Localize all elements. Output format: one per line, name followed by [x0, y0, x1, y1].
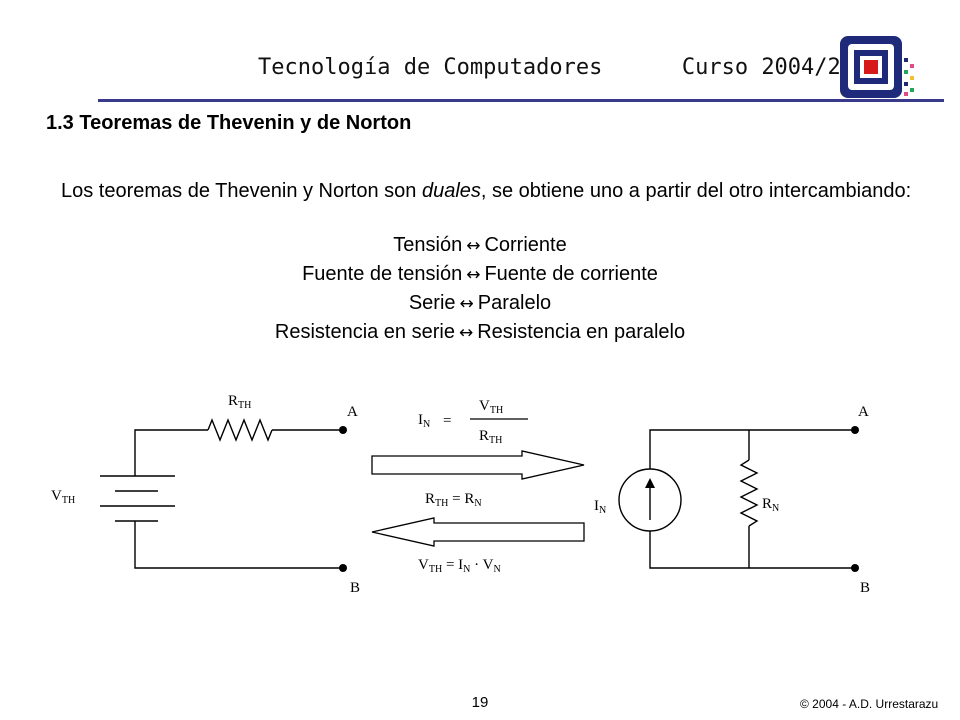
university-logo-icon [840, 36, 914, 98]
formula-r-equivalence: RTH = RN [425, 491, 482, 509]
duality-row: Resistencia en serie↔Resistencia en para… [0, 321, 960, 344]
formula-in-lhs: IN [418, 412, 430, 430]
label-node-a-left: A [347, 404, 358, 420]
label-vth: VTH [51, 488, 75, 506]
duality-left: Serie [408, 292, 456, 314]
thevenin-circuit [100, 418, 343, 569]
label-rth: RTH [228, 393, 251, 411]
label-in: IN [594, 498, 606, 516]
label-node-b-left: B [350, 580, 360, 596]
swap-arrow-icon: ↔ [458, 323, 474, 343]
section-title: 1.3 Teoremas de Thevenin y de Norton [46, 112, 412, 134]
course-header: Tecnología de Computadores Curso 2004/20… [258, 55, 881, 80]
duality-left: Fuente de tensión [302, 263, 463, 285]
duality-right: Corriente [484, 234, 567, 256]
formula-in-eq: = [443, 413, 451, 429]
intro-paragraph: Los teoremas de Thevenin y Norton son du… [61, 178, 921, 205]
current-source-arrowhead-icon [645, 478, 655, 488]
copyright-notice: © 2004 - A.D. Urrestarazu [800, 697, 939, 711]
duality-row: Fuente de tensión↔Fuente de corriente [0, 263, 960, 286]
resistor-rn-icon [739, 459, 759, 527]
swap-arrow-icon: ↔ [466, 236, 481, 256]
formula-v-equivalence: VTH = IN · VN [418, 557, 501, 575]
arrow-norton-to-thevenin-icon [371, 517, 585, 547]
duality-row: Serie↔Paralelo [0, 292, 960, 315]
duality-row: Tensión↔Corriente [0, 234, 960, 257]
header-divider [98, 99, 944, 102]
intro-text: Los teoremas de Thevenin y Norton son [61, 180, 422, 202]
page-number: 19 [471, 694, 489, 711]
duality-right: Paralelo [477, 292, 552, 314]
duality-right: Fuente de corriente [484, 263, 658, 285]
formula-in-numerator: VTH [479, 398, 503, 416]
duality-left: Resistencia en serie [274, 321, 455, 343]
formula-in-denominator: RTH [479, 428, 502, 446]
swap-arrow-icon: ↔ [466, 265, 481, 285]
duality-right: Resistencia en paralelo [477, 321, 686, 343]
intro-emphasis: duales [421, 180, 481, 202]
node-b-right-terminal [851, 564, 859, 572]
thevenin-norton-diagram: RTH VTH A B IN = VTH RTH RTH = RN VTH = … [51, 393, 870, 596]
swap-arrow-icon: ↔ [459, 294, 474, 314]
node-a-right-terminal [851, 426, 859, 434]
label-rn: RN [762, 496, 779, 514]
node-a-left-terminal [339, 426, 347, 434]
node-b-left-terminal [339, 564, 347, 572]
wire-norton-bottom [649, 531, 855, 569]
wire-norton-top [649, 429, 855, 469]
wire-top-left [134, 429, 208, 476]
intro-text-end: , se obtiene uno a partir del otro inter… [480, 180, 912, 202]
wire-bottom-left [134, 521, 343, 569]
duality-left: Tensión [393, 234, 463, 256]
norton-circuit [618, 429, 855, 569]
resistor-rth-icon [207, 418, 273, 442]
label-node-a-right: A [858, 404, 869, 420]
label-node-b-right: B [860, 580, 870, 596]
arrow-thevenin-to-norton-icon [371, 450, 585, 480]
